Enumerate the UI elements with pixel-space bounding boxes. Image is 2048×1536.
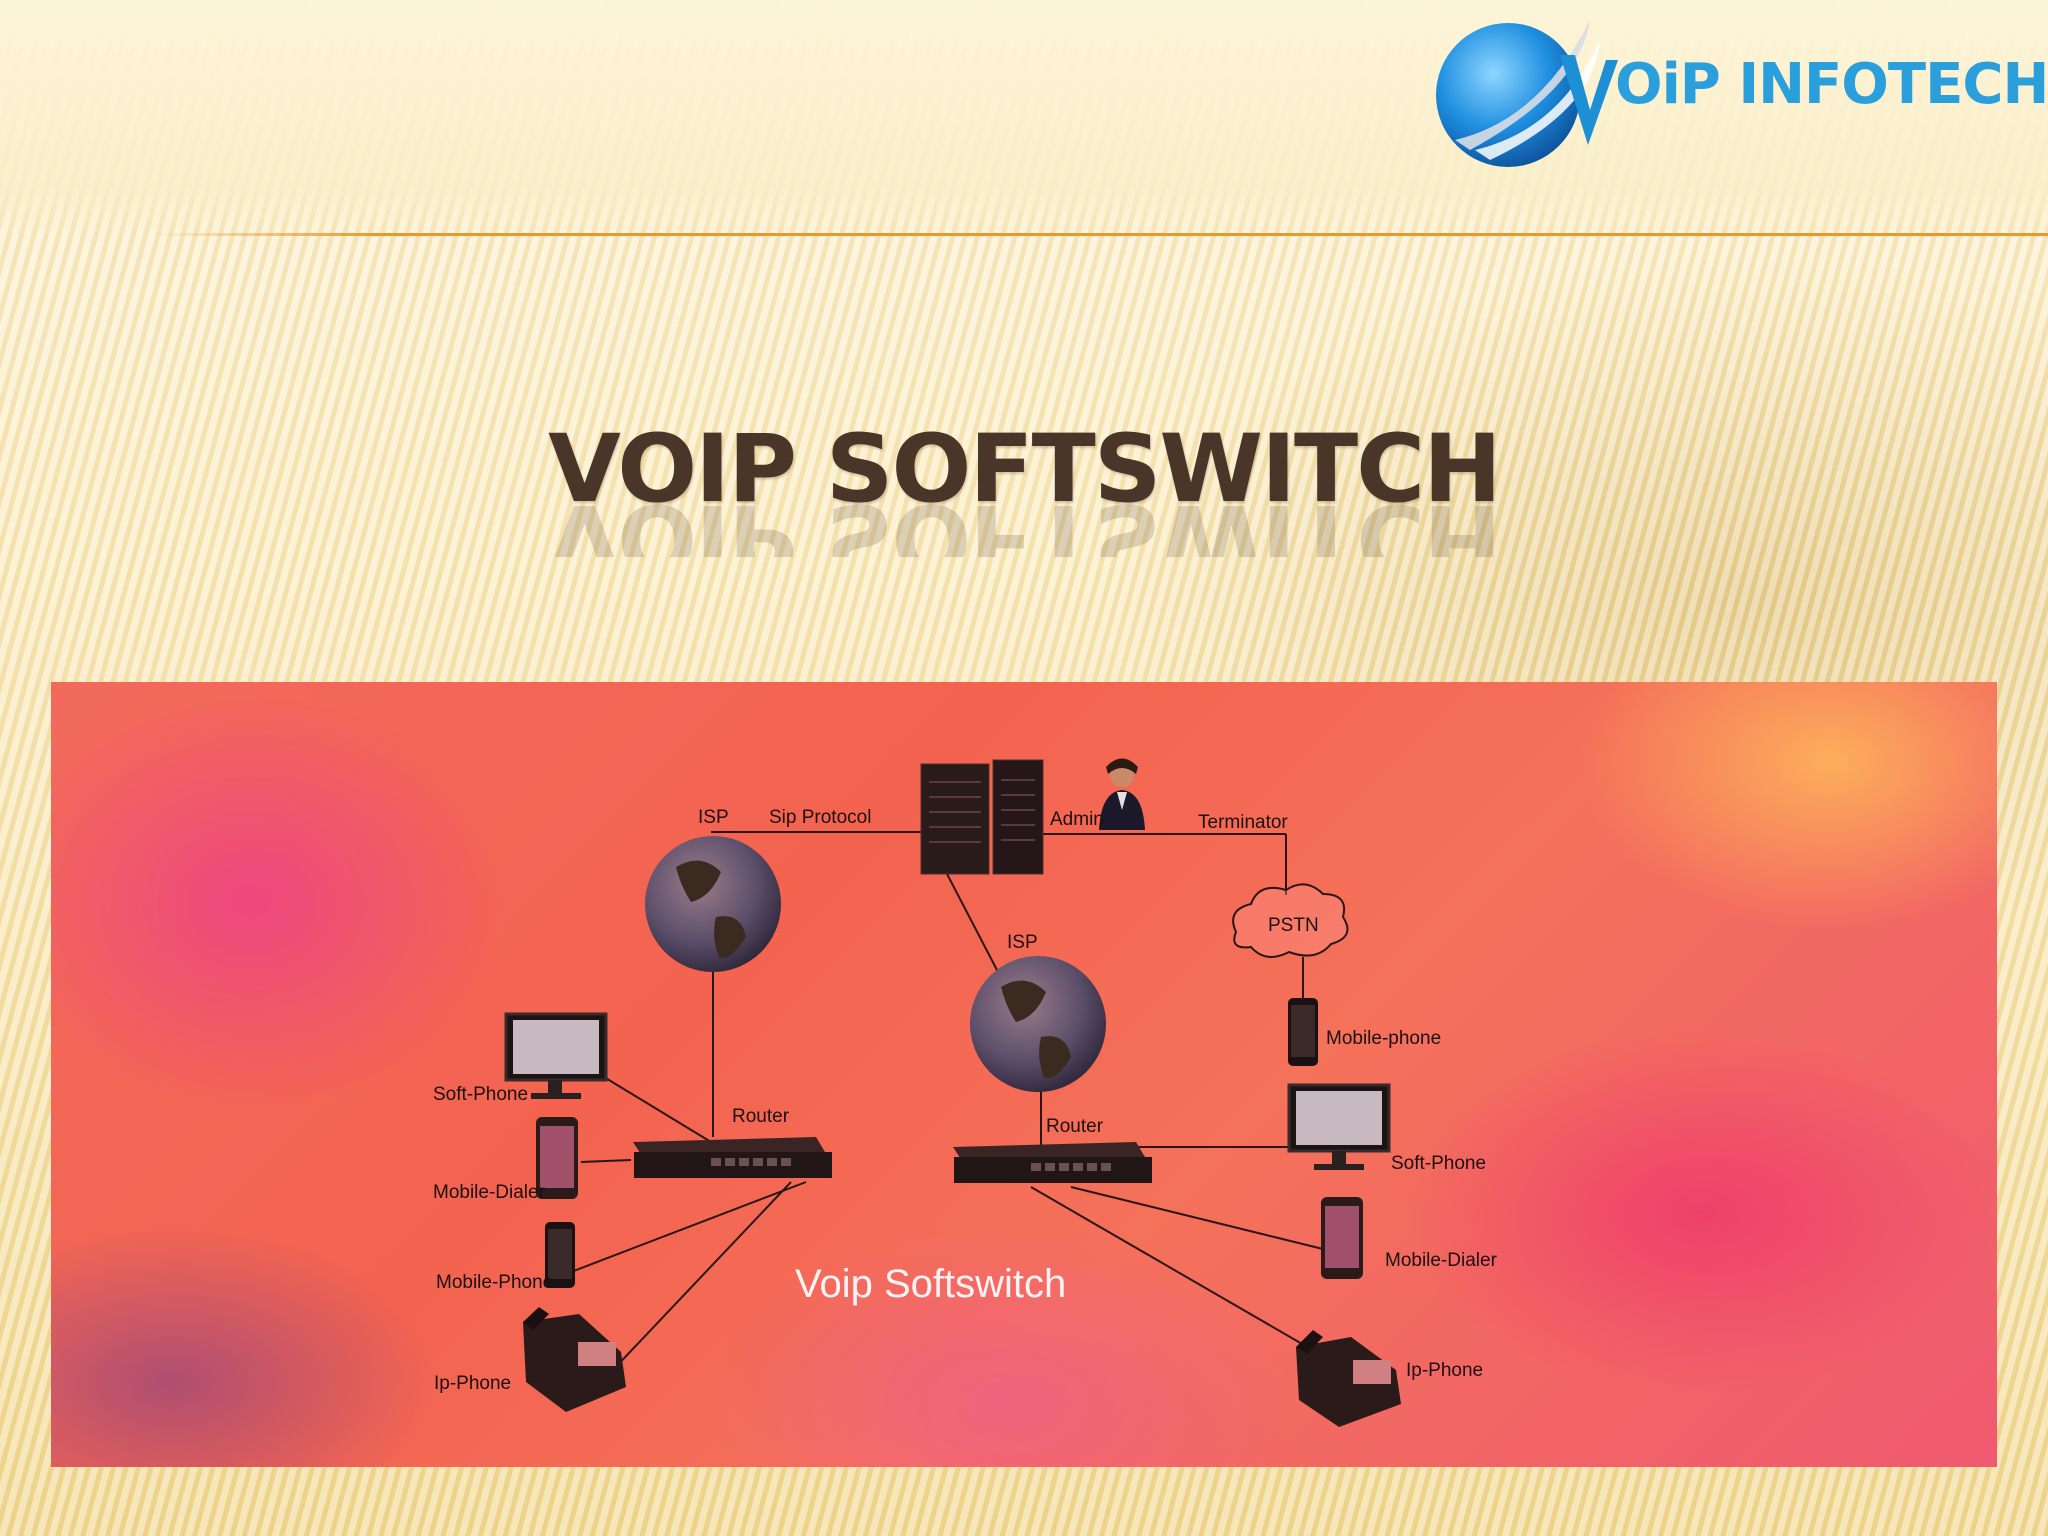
mobile-phone-right-icon bbox=[1288, 998, 1318, 1066]
slide-title-reflection: VOIP SOFTSWITCH bbox=[548, 497, 1500, 557]
router-right-icon bbox=[953, 1142, 1152, 1183]
slide-title: VOIP SOFTSWITCH bbox=[548, 415, 1502, 524]
label-admin: Admin bbox=[1050, 809, 1104, 830]
header-divider bbox=[150, 233, 2048, 236]
label-soft-phone-left: Soft-Phone bbox=[433, 1084, 528, 1105]
label-soft-phone-right: Soft-Phone bbox=[1391, 1153, 1486, 1174]
admin-user-icon bbox=[1099, 758, 1145, 830]
label-ip-phone-left: Ip-Phone bbox=[434, 1373, 511, 1394]
ip-phone-left-icon bbox=[523, 1307, 626, 1412]
label-mobile-phone-right: Mobile-phone bbox=[1326, 1028, 1441, 1049]
soft-phone-right-icon bbox=[1287, 1083, 1391, 1170]
ip-phone-right-icon bbox=[1296, 1330, 1401, 1427]
isp-globe-left-icon bbox=[645, 836, 781, 972]
soft-phone-left-icon bbox=[504, 1012, 608, 1099]
logo-v-letter bbox=[1560, 55, 1618, 145]
label-terminator: Terminator bbox=[1198, 812, 1288, 833]
router-left-icon bbox=[633, 1137, 832, 1178]
mobile-dialer-right-icon bbox=[1321, 1197, 1363, 1279]
voip-infotech-logo bbox=[1436, 20, 1618, 167]
network-diagram: ISP Sip Protocol Admin Terminator PSTN I… bbox=[433, 758, 1498, 1427]
logo-text: OiP INFOTECH bbox=[1615, 52, 2048, 117]
label-mobile-dialer-left: Mobile-Dialer bbox=[433, 1182, 546, 1203]
label-router-left: Router bbox=[732, 1106, 790, 1127]
label-ip-phone-right: Ip-Phone bbox=[1406, 1360, 1483, 1381]
label-router-right: Router bbox=[1046, 1116, 1104, 1137]
label-isp-left: ISP bbox=[698, 807, 729, 828]
network-diagram-panel: ISP Sip Protocol Admin Terminator PSTN I… bbox=[51, 682, 1997, 1467]
label-pstn: PSTN bbox=[1268, 915, 1319, 936]
label-mobile-dialer-right: Mobile-Dialer bbox=[1385, 1250, 1498, 1271]
mobile-dialer-left-icon bbox=[536, 1117, 578, 1199]
globe-logo-icon bbox=[1436, 23, 1580, 167]
diagram-overlay-title: Voip Softswitch bbox=[795, 1262, 1066, 1306]
mobile-phone-left-icon bbox=[545, 1222, 575, 1288]
label-isp-right: ISP bbox=[1007, 932, 1038, 953]
header-band bbox=[0, 0, 2048, 235]
softswitch-server-icon bbox=[920, 759, 1044, 875]
label-sip-protocol: Sip Protocol bbox=[769, 807, 871, 828]
pstn-cloud-icon bbox=[1232, 883, 1349, 958]
connection-lines bbox=[570, 831, 1324, 1373]
label-mobile-phone-left: Mobile-Phone bbox=[436, 1272, 553, 1293]
isp-globe-right-icon bbox=[970, 956, 1106, 1092]
